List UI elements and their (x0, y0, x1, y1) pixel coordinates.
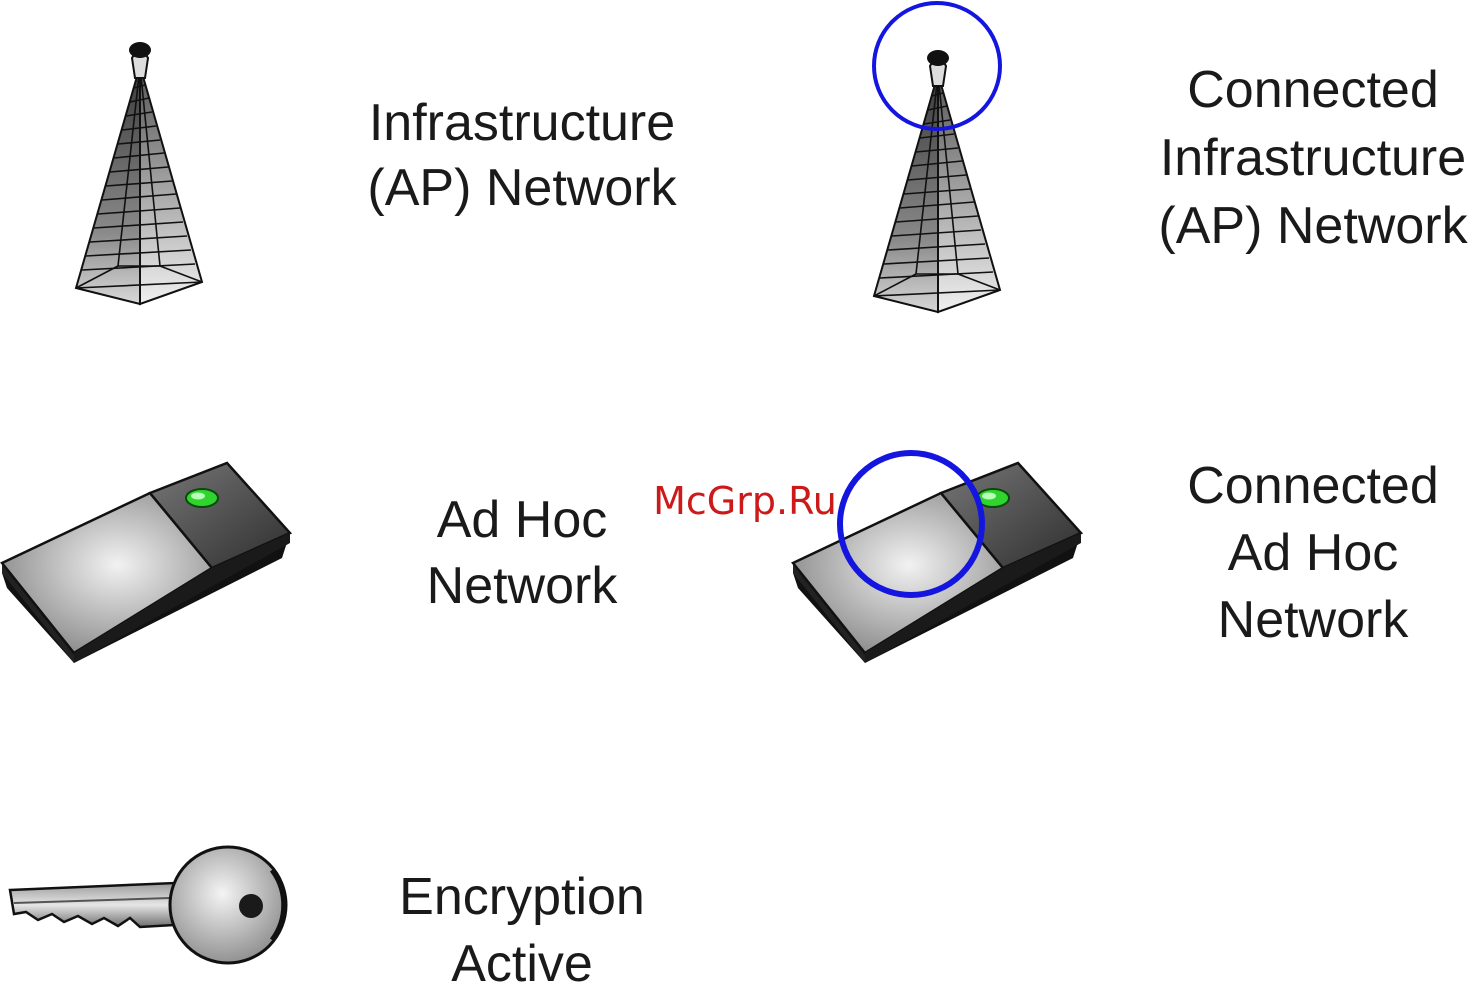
infrastructure-label-line2: (AP) Network (367, 159, 677, 217)
connected-adhoc-label-line3: Network (1218, 591, 1410, 649)
encryption-label-line1: Encryption (399, 868, 645, 926)
watermark-text: McGrp.Ru (653, 479, 837, 523)
encryption-label-line2: Active (451, 935, 593, 993)
key-icon (10, 847, 286, 963)
adhoc-label-line2: Network (427, 557, 619, 615)
connected-adhoc-label-line2: Ad Hoc (1228, 524, 1399, 582)
tower-icon (76, 42, 202, 304)
tower-connected-icon (874, 3, 1000, 312)
connected-infrastructure-label-line1: Connected (1187, 61, 1439, 119)
adhoc-label-line1: Ad Hoc (437, 491, 608, 549)
infrastructure-label-line1: Infrastructure (369, 94, 675, 152)
connected-adhoc-label-line1: Connected (1187, 457, 1439, 515)
card-icon (2, 463, 290, 663)
connected-infrastructure-label-line2: Infrastructure (1160, 129, 1466, 187)
connected-infrastructure-label-line3: (AP) Network (1158, 197, 1468, 255)
